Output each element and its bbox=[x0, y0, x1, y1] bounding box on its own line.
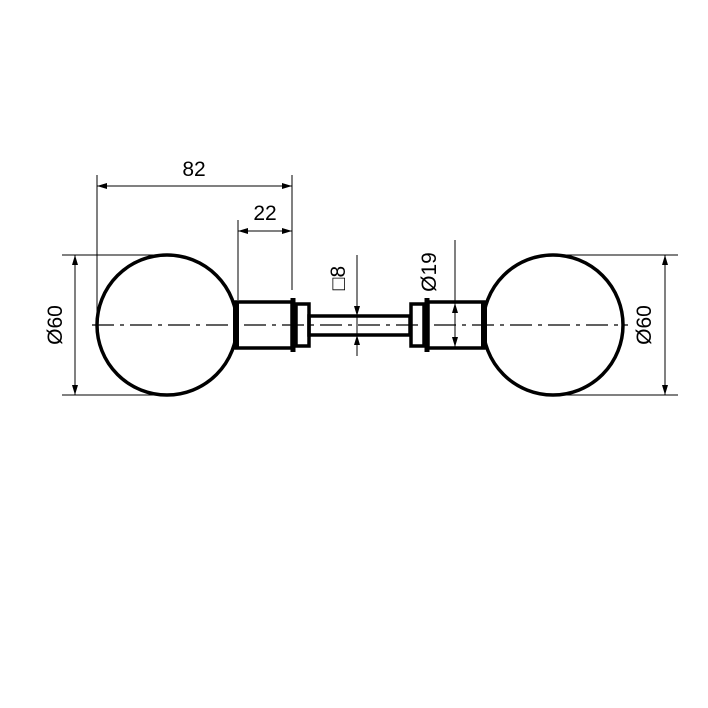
dim-right-60-label: Ø60 bbox=[633, 305, 656, 345]
dim-square-8-label: □8 bbox=[327, 266, 350, 290]
dim-left-60-label: Ø60 bbox=[44, 305, 67, 345]
dim-19-label: Ø19 bbox=[418, 252, 441, 292]
dim-22-label: 22 bbox=[253, 202, 276, 225]
dim-82-label: 82 bbox=[182, 158, 205, 181]
